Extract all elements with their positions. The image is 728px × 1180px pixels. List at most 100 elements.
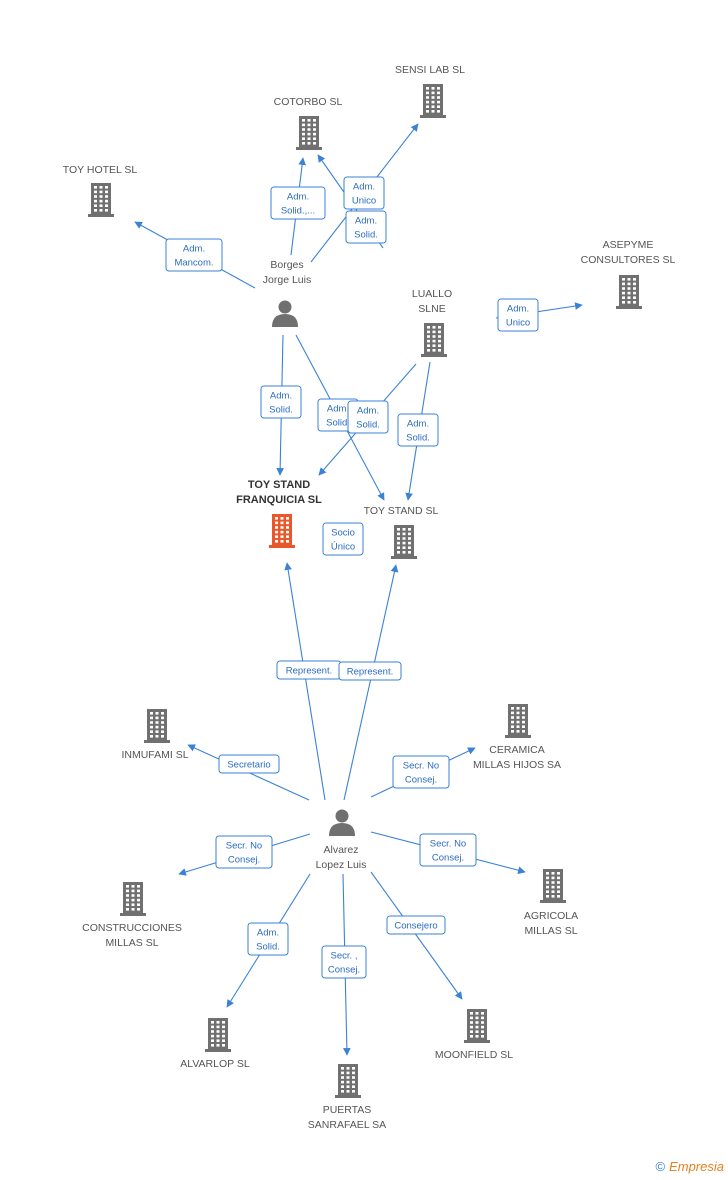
- relation-label-text: Secr. No: [226, 841, 262, 852]
- company-node-toy-hotel[interactable]: TOY HOTEL SL: [63, 164, 138, 217]
- relation-label-box: [165, 238, 223, 272]
- node-label: TOY HOTEL SL: [63, 164, 138, 176]
- relation-label[interactable]: Adm. Solid.: [397, 413, 439, 447]
- relation-label-text: Consej.: [328, 965, 360, 976]
- node-label: PUERTAS: [323, 1104, 372, 1116]
- relation-label-box: [343, 176, 385, 210]
- relation-label-text: Adm.: [407, 419, 429, 430]
- relation-label-text: Adm.: [507, 304, 529, 315]
- relation-label-text: Consej.: [432, 853, 464, 864]
- building-icon: [616, 275, 642, 309]
- empresia-logo: Empresia: [669, 1159, 724, 1174]
- relation-label-box: [321, 945, 367, 979]
- company-node-puertas[interactable]: PUERTAS SANRAFAEL SA: [308, 1064, 386, 1131]
- relation-label[interactable]: Adm.Solid.: [347, 400, 389, 434]
- relation-label[interactable]: Represent.: [338, 661, 402, 681]
- relation-label-text: Solid.: [406, 433, 430, 444]
- node-label: Borges: [270, 259, 303, 271]
- nodes-layer: TOY HOTEL SL COTORBO SL SENSI LAB SL ASEPYM…: [63, 64, 676, 1131]
- relation-label-box: [322, 522, 364, 556]
- company-node-moonfield[interactable]: MOONFIELD SL: [435, 1009, 513, 1061]
- relation-label-text: Secr. ,: [331, 951, 358, 962]
- relation-label[interactable]: Adm.Unico: [343, 176, 385, 210]
- node-label: CERAMICA: [489, 744, 544, 756]
- relation-edge: [343, 564, 399, 801]
- company-node-toy-stand[interactable]: TOY STAND SL: [364, 505, 439, 559]
- relation-label-text: Adm.: [355, 216, 377, 227]
- relation-label[interactable]: Secretario: [218, 754, 280, 774]
- relation-label-text: Secretario: [227, 760, 270, 771]
- company-node-alvarlop[interactable]: ALVARLOP SL: [180, 1018, 250, 1070]
- building-icon: [120, 882, 146, 916]
- relation-label-box: [345, 210, 387, 244]
- relation-label-box: [338, 661, 402, 681]
- relation-label-box: [497, 298, 539, 332]
- building-icon: [335, 1064, 361, 1098]
- node-label: TOY STAND SL: [364, 505, 439, 517]
- relation-label[interactable]: Adm.Solid.: [345, 210, 387, 244]
- relation-label-text: Consej.: [228, 855, 260, 866]
- node-label: SLNE: [418, 303, 445, 315]
- relation-label-box: [260, 385, 302, 419]
- relation-label-box: [386, 915, 446, 935]
- relation-label-text: Represent.: [286, 666, 332, 677]
- node-label: COTORBO SL: [274, 96, 343, 108]
- node-label: MOONFIELD SL: [435, 1049, 513, 1061]
- relation-label-text: Adm.: [287, 192, 309, 203]
- relation-label[interactable]: Consejero: [386, 915, 446, 935]
- copyright-symbol: ©: [655, 1159, 666, 1174]
- relation-label-text: Adm.: [357, 406, 379, 417]
- relation-label[interactable]: Secr. No Consej.: [392, 755, 450, 789]
- node-label: MILLAS HIJOS SA: [473, 759, 561, 771]
- relation-label[interactable]: Represent.: [276, 660, 342, 680]
- relation-label-box: [218, 754, 280, 774]
- relation-label-text: Represent.: [347, 667, 393, 678]
- company-node-cotorbo[interactable]: COTORBO SL: [274, 96, 343, 150]
- relation-label[interactable]: Adm.Solid.: [247, 922, 289, 956]
- company-node-inmufami[interactable]: INMUFAMI SL: [121, 709, 189, 761]
- node-label: CONSULTORES SL: [581, 254, 676, 266]
- company-node-sensi-lab[interactable]: SENSI LAB SL: [395, 64, 465, 118]
- node-label: ALVARLOP SL: [180, 1058, 250, 1070]
- node-label: SANRAFAEL SA: [308, 1119, 386, 1131]
- building-icon: [420, 84, 446, 118]
- relation-label-text: Unico: [352, 196, 376, 207]
- relation-label[interactable]: Adm.Unico: [497, 298, 539, 332]
- node-label: CONSTRUCCIONES: [82, 922, 182, 934]
- building-icon: [505, 704, 531, 738]
- person-icon: [272, 300, 298, 327]
- relation-label[interactable]: Secr. No Consej.: [215, 835, 273, 869]
- relation-label[interactable]: Adm.Solid.: [260, 385, 302, 419]
- person-icon: [329, 809, 355, 836]
- building-icon: [296, 116, 322, 150]
- building-icon: [88, 183, 114, 217]
- relation-label-box: [419, 833, 477, 867]
- relation-label-box: [215, 835, 273, 869]
- building-icon: [540, 869, 566, 903]
- building-icon: [144, 709, 170, 743]
- footer-brand[interactable]: ©Empresia: [655, 1159, 724, 1174]
- relation-label-text: Consej.: [405, 775, 437, 786]
- relation-label[interactable]: Secr. , Consej.: [321, 945, 367, 979]
- company-node-ceramica[interactable]: CERAMICA MILLAS HIJOS SA: [473, 704, 561, 771]
- node-label: Jorge Luis: [263, 274, 311, 286]
- relation-label-text: Secr. No: [403, 761, 439, 772]
- relation-label[interactable]: Adm.Mancom.: [165, 238, 223, 272]
- relation-label-text: Adm.: [327, 404, 349, 415]
- node-label: INMUFAMI SL: [121, 749, 188, 761]
- relation-label-box: [347, 400, 389, 434]
- relation-edge: [284, 562, 326, 801]
- relation-label[interactable]: Adm.Solid.,...: [270, 186, 326, 220]
- node-label: TOY STAND: [248, 479, 310, 491]
- relation-label-box: [270, 186, 326, 220]
